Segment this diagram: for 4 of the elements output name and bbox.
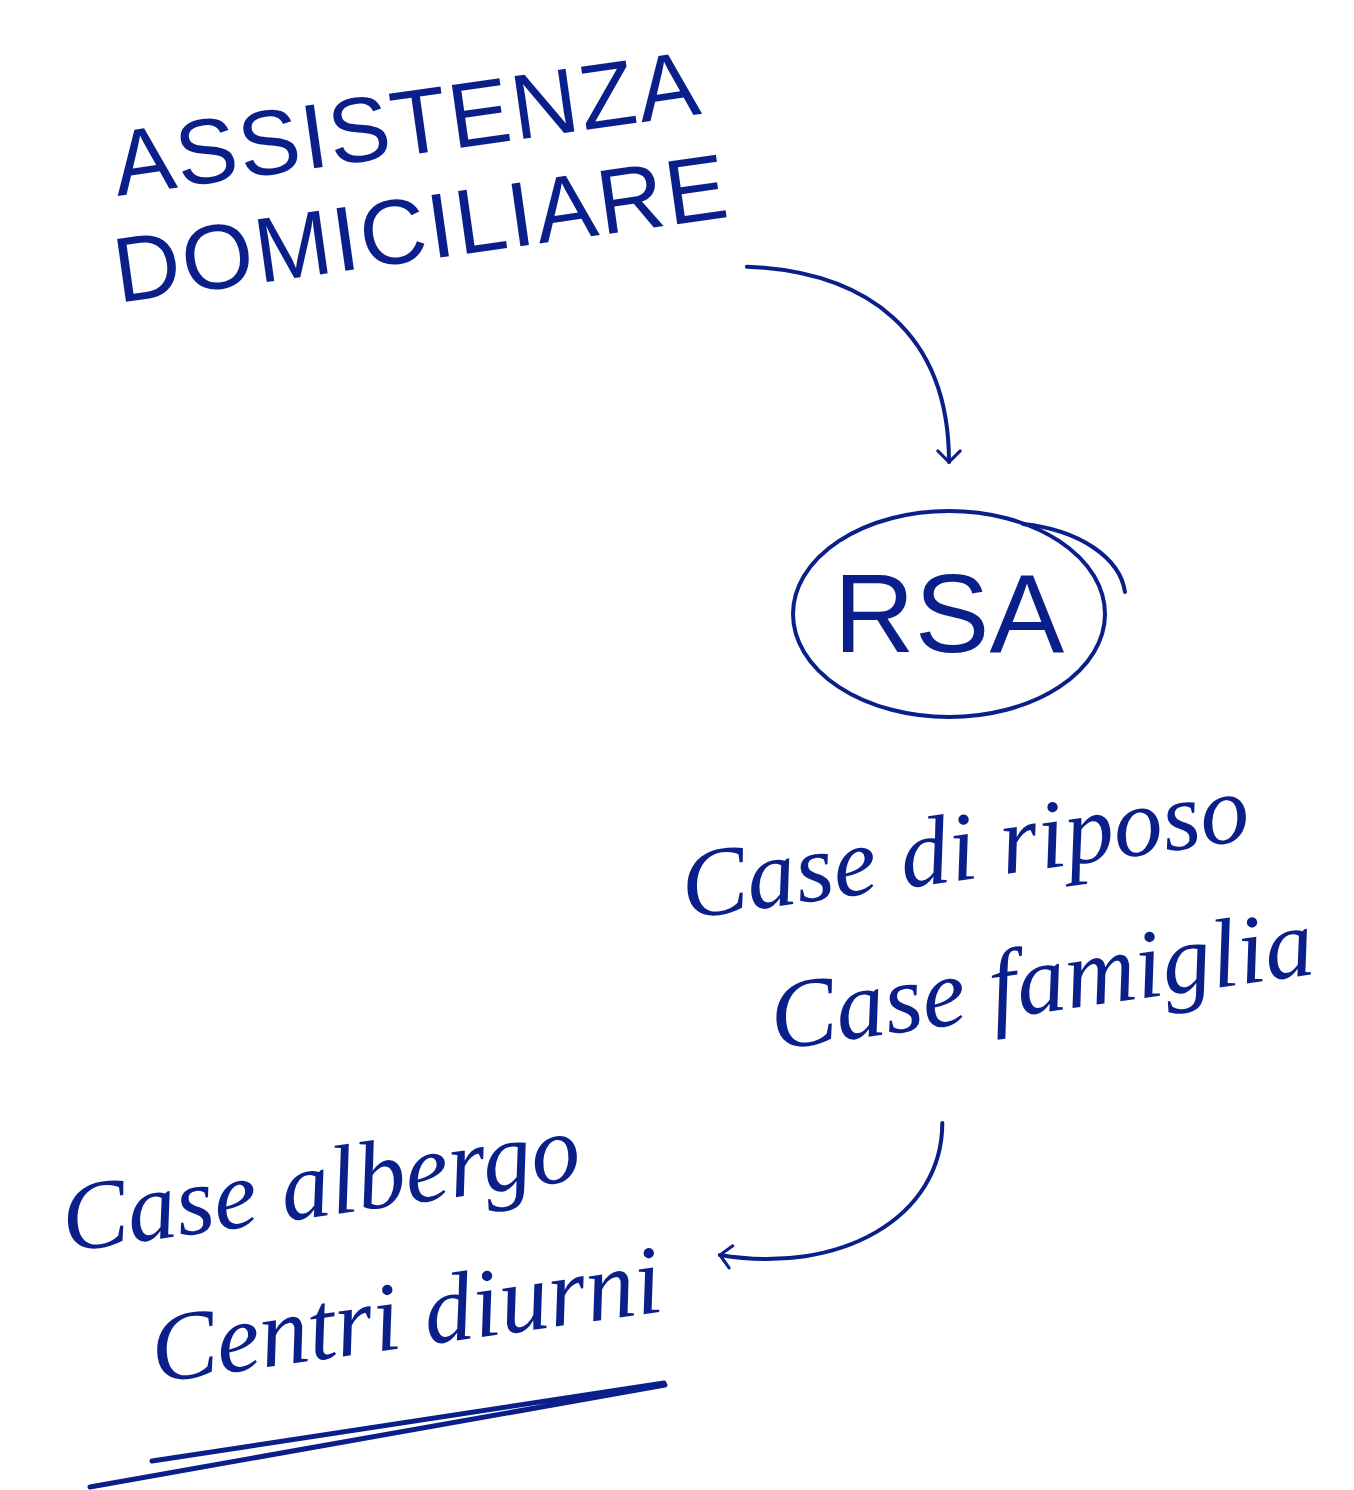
curved-arrow	[744, 264, 962, 464]
rsa-label: RSA	[833, 558, 1065, 670]
heading-text: ASSISTENZA DOMICILIARE	[104, 30, 737, 324]
curved-arrow	[717, 1121, 945, 1269]
